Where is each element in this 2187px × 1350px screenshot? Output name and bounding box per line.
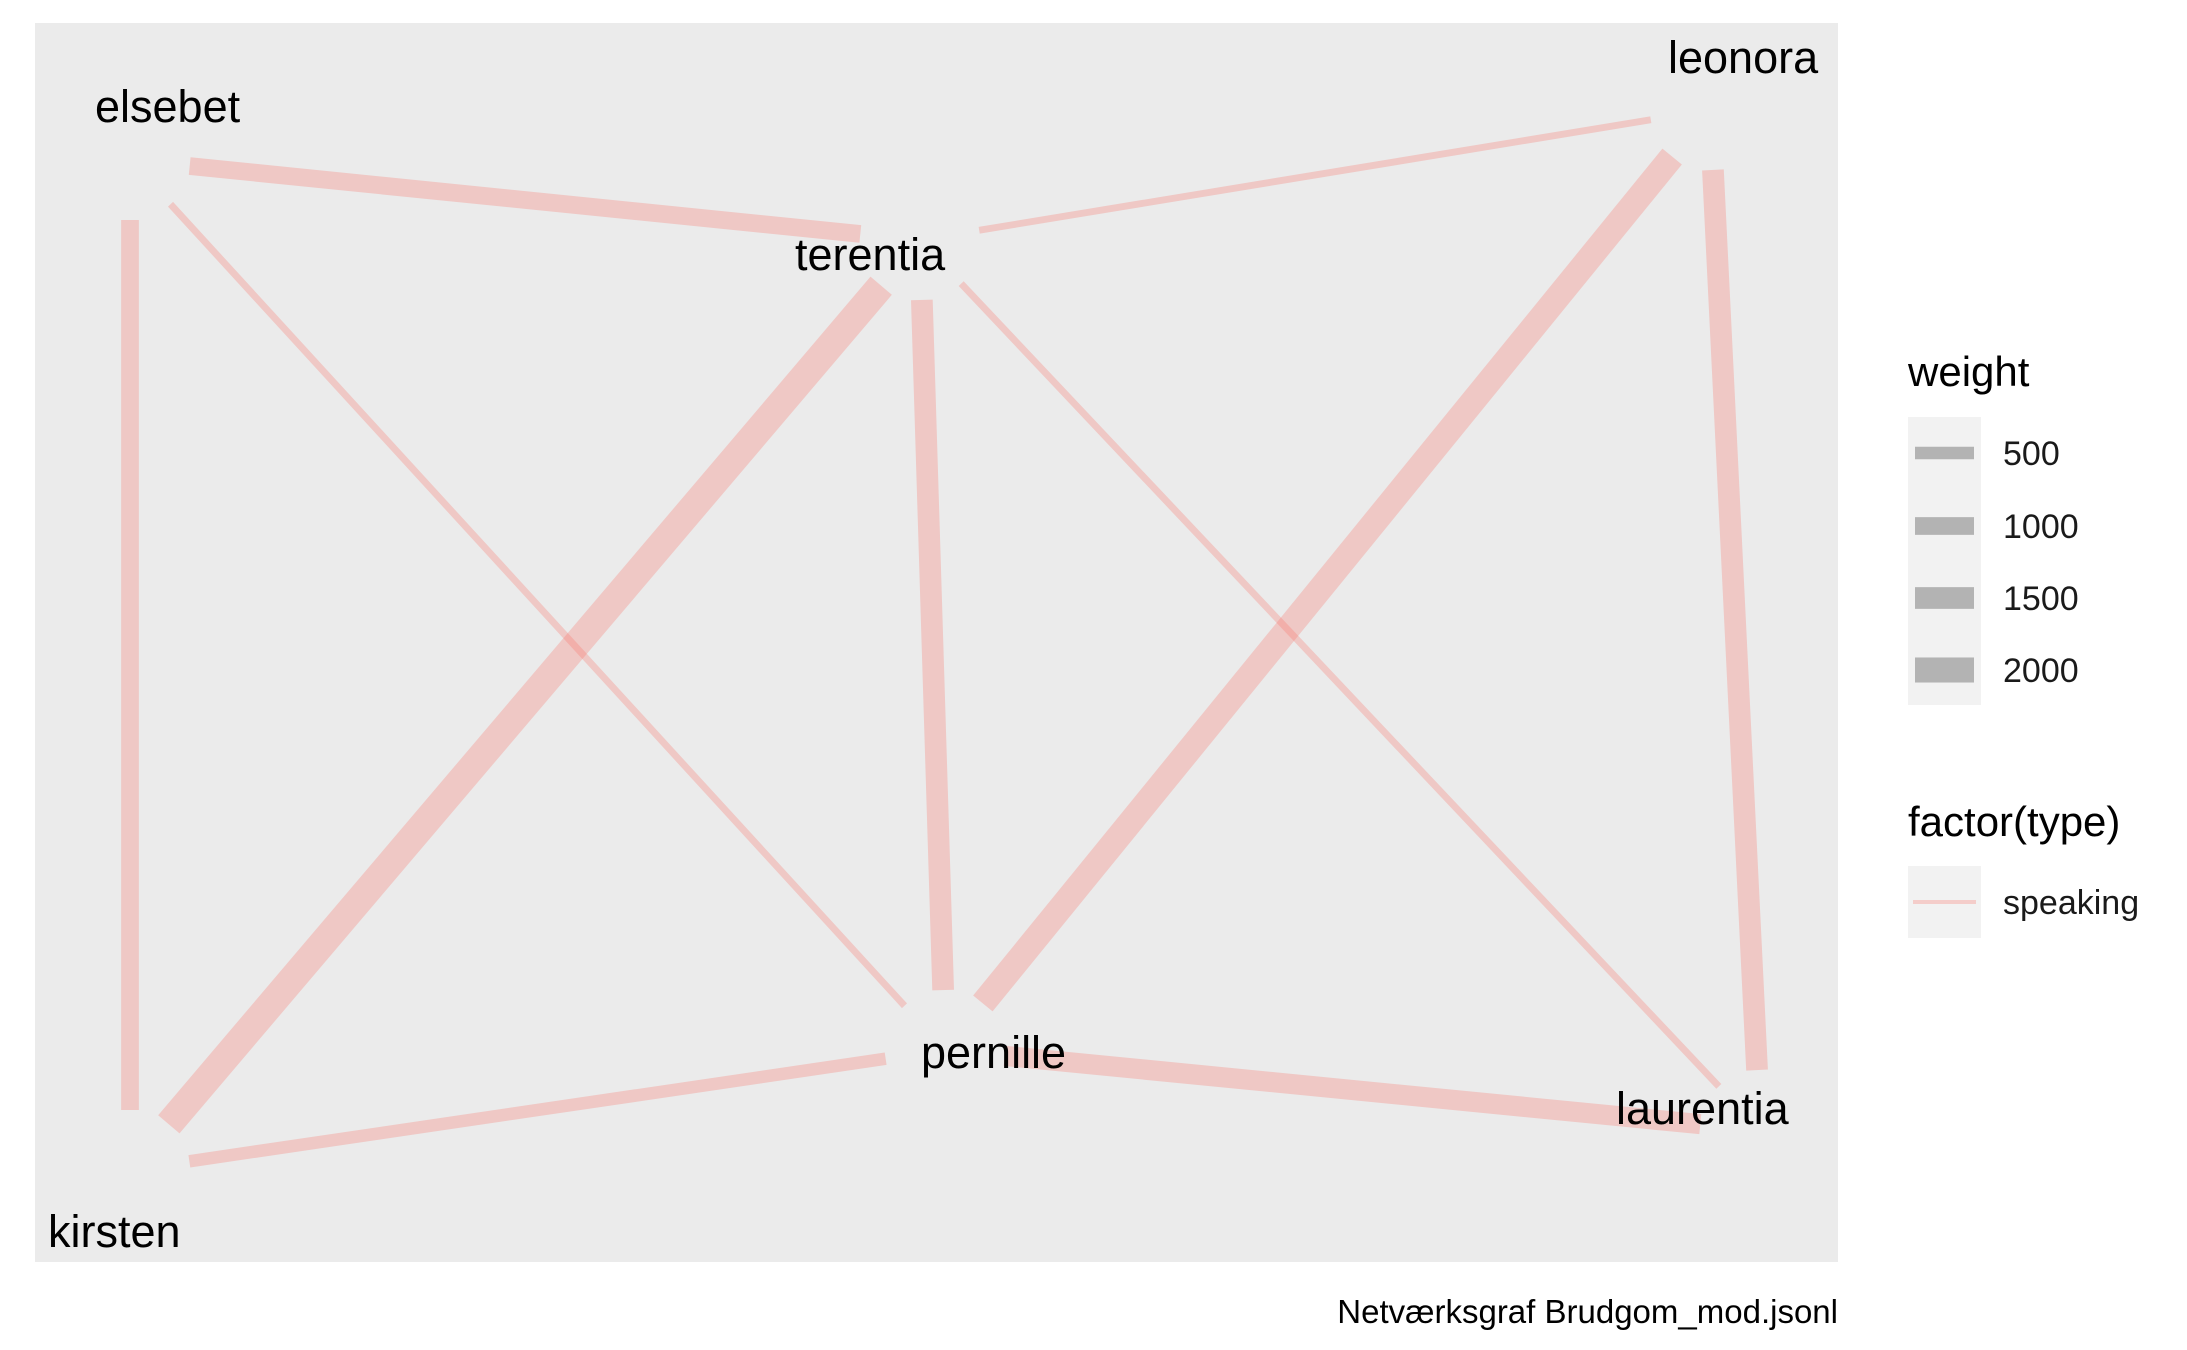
legend-weight-title: weight (1907, 348, 2030, 395)
edge-leonora-pernille (973, 148, 1682, 1012)
legend-weight: weight 500 1000 1500 2000 (1907, 348, 2079, 705)
legend-weight-label-1000: 1000 (2003, 508, 2079, 546)
edge-elsebet-terentia (188, 157, 862, 243)
legend-weight-key-1500 (1915, 587, 1974, 609)
edge-terentia-pernille (911, 299, 954, 991)
legend-type: factor(type) speaking (1908, 798, 2139, 938)
edge-terentia-kirsten (158, 276, 892, 1134)
edge-terentia-leonora (978, 116, 1652, 234)
edge-pernille-laurentia (1003, 1045, 1702, 1135)
node-label-terentia: terentia (795, 229, 946, 280)
legend-weight-label-500: 500 (2003, 435, 2060, 473)
legend-weight-key-500 (1915, 446, 1974, 460)
legend-weight-key-2000 (1915, 657, 1974, 683)
node-label-laurentia: laurentia (1616, 1083, 1790, 1134)
node-label-elsebet: elsebet (95, 81, 241, 132)
edge-terentia-laurentia (958, 281, 1722, 1089)
node-label-layer: elsebet leonora terentia pernille lauren… (48, 32, 1819, 1257)
edge-pernille-kirsten (188, 1052, 887, 1168)
legend-type-key-background (1908, 866, 1981, 938)
plot-caption: Netværksgraf Brudgom_mod.jsonl (1337, 1293, 1838, 1330)
legend-weight-key-1000 (1915, 517, 1974, 535)
edge-leonora-laurentia (1702, 169, 1768, 1071)
plot-panel (35, 23, 1838, 1262)
legend-weight-label-2000: 2000 (2003, 652, 2079, 690)
legend-weight-key-background (1908, 417, 1981, 705)
legend-type-label-speaking: speaking (2003, 884, 2139, 922)
legend-weight-label-1500: 1500 (2003, 580, 2079, 618)
legend-type-title: factor(type) (1908, 798, 2120, 845)
node-label-pernille: pernille (921, 1027, 1066, 1078)
edge-layer (121, 116, 1768, 1168)
edge-elsebet-pernille (167, 201, 908, 1009)
node-label-leonora: leonora (1668, 32, 1819, 83)
node-label-kirsten: kirsten (48, 1206, 181, 1257)
